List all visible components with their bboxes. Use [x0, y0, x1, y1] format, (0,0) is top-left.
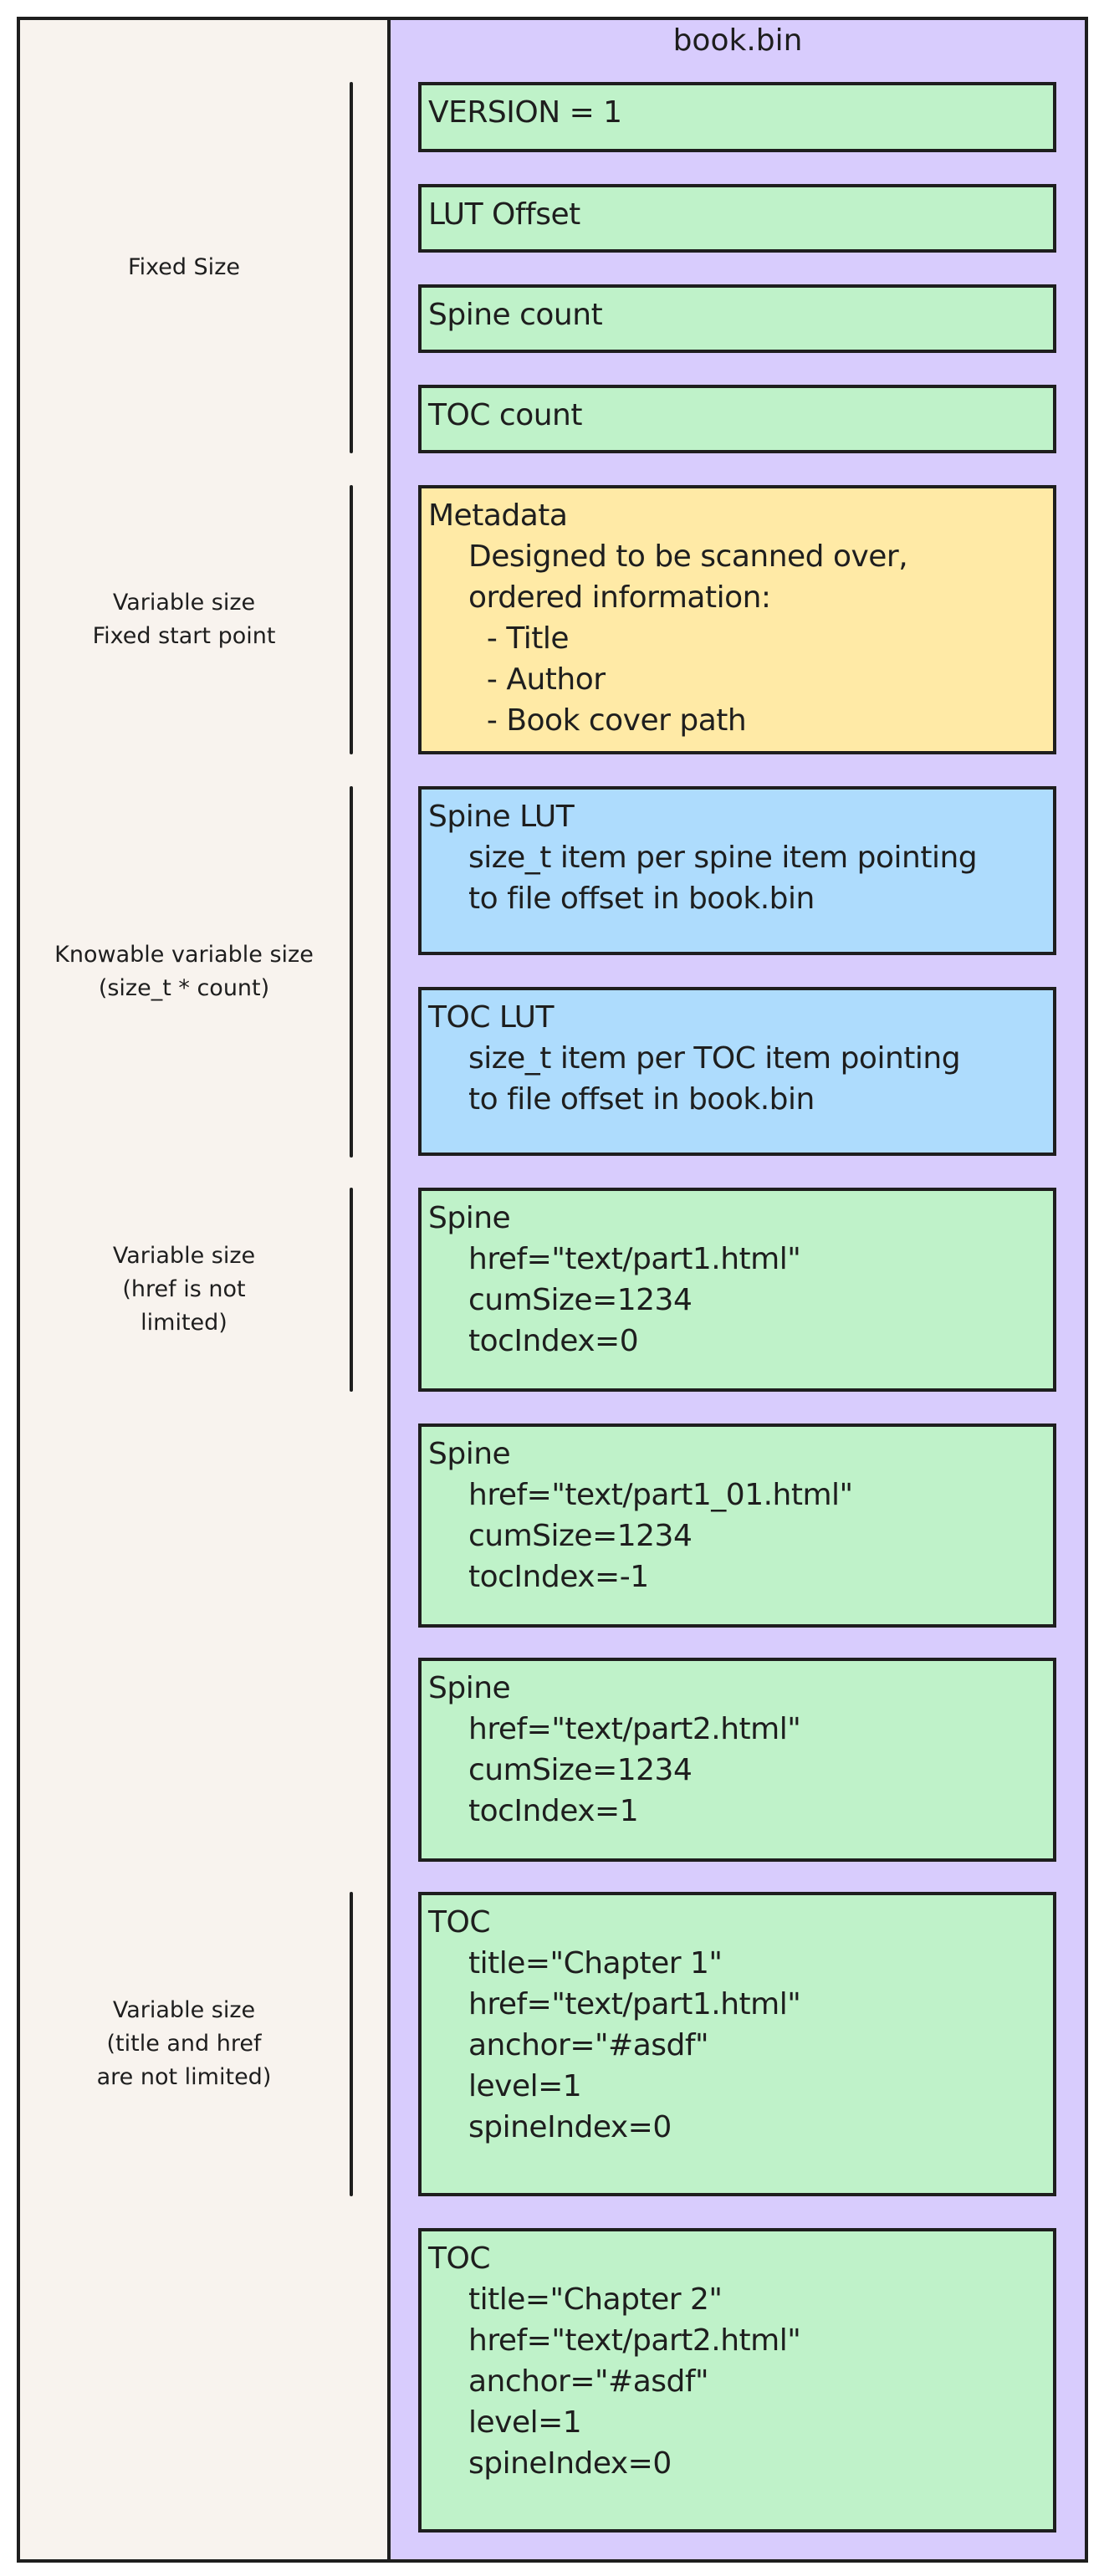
box-line: - Book cover path	[468, 703, 747, 738]
box-line: href="text/part1.html"	[468, 1242, 801, 1276]
spine-count-field: Spine count	[418, 284, 1056, 353]
box-heading: TOC count	[428, 398, 582, 432]
section-label: Knowable variable size (size_t * count)	[33, 938, 335, 1005]
box-line: anchor="#asdf"	[468, 2364, 709, 2399]
section-label: Fixed Size	[33, 251, 335, 284]
box-heading: TOC	[428, 2241, 490, 2276]
box-line: size_t item per spine item pointing	[468, 841, 978, 875]
section-label-line: (size_t * count)	[98, 975, 270, 1001]
box-heading: VERSION = 1	[428, 95, 622, 130]
section-label-line: are not limited)	[96, 2064, 272, 2090]
box-heading: TOC LUT	[428, 1000, 555, 1035]
file-title: book.bin	[672, 23, 803, 58]
section-label-line: Variable size	[112, 1243, 256, 1269]
section-label-line: limited)	[141, 1310, 227, 1336]
box-line: title="Chapter 1"	[468, 1946, 723, 1981]
section-bracket	[350, 1188, 353, 1392]
box-line: level=1	[468, 2405, 582, 2440]
section-bracket	[350, 786, 353, 1158]
box-line: spineIndex=0	[468, 2446, 672, 2481]
box-heading: TOC	[428, 1905, 490, 1940]
box-line: href="text/part1.html"	[468, 1987, 801, 2021]
box-line: href="text/part1_01.html"	[468, 1478, 853, 1512]
spine-entry: Spine href="text/part1_01.html" cumSize=12…	[418, 1423, 1056, 1628]
box-line: to file offset in book.bin	[468, 882, 815, 916]
lut-offset-field: LUT Offset	[418, 184, 1056, 253]
spine-entry: Spine href="text/part1.html" cumSize=1234 t…	[418, 1188, 1056, 1392]
section-label: Variable size (title and href are not limi…	[33, 1994, 335, 2094]
spine-entry: Spine href="text/part2.html" cumSize=1234 t…	[418, 1658, 1056, 1862]
section-bracket	[350, 485, 353, 754]
section-label-line: Variable size	[112, 590, 256, 616]
toc-count-field: TOC count	[418, 385, 1056, 453]
box-line: cumSize=1234	[468, 1283, 693, 1317]
box-line: cumSize=1234	[468, 1519, 693, 1553]
box-line: title="Chapter 2"	[468, 2282, 723, 2317]
version-field: VERSION = 1	[418, 82, 1056, 152]
toc-entry: TOC title="Chapter 1" href="text/part1.htm…	[418, 1892, 1056, 2196]
box-line: - Title	[468, 621, 570, 656]
section-label-line: Fixed Size	[128, 254, 240, 280]
box-heading: Spine	[428, 1437, 511, 1471]
box-line: href="text/part2.html"	[468, 2323, 801, 2358]
box-line: spineIndex=0	[468, 2110, 672, 2144]
box-line: cumSize=1234	[468, 1753, 693, 1787]
box-line: size_t item per TOC item pointing	[468, 1041, 961, 1076]
section-label: Variable size (href is not limited)	[33, 1239, 335, 1340]
box-heading: Spine count	[428, 298, 603, 332]
box-line: to file offset in book.bin	[468, 1082, 815, 1117]
box-heading: Spine	[428, 1671, 511, 1705]
box-line: tocIndex=1	[468, 1794, 639, 1828]
toc-lut-section: TOC LUT size_t item per TOC item pointing…	[418, 987, 1056, 1156]
box-line: - Author	[468, 662, 606, 697]
box-line: Designed to be scanned over,	[468, 539, 908, 574]
section-bracket	[350, 1892, 353, 2196]
section-label-line: Variable size	[112, 1997, 256, 2023]
toc-entry: TOC title="Chapter 2" href="text/part2.htm…	[418, 2228, 1056, 2533]
box-heading: LUT Offset	[428, 197, 580, 232]
box-heading: Spine LUT	[428, 800, 575, 834]
section-label-line: (title and href	[106, 2031, 262, 2057]
box-heading: Metadata	[428, 498, 568, 533]
section-label-line: Knowable variable size	[54, 942, 314, 968]
spine-lut-section: Spine LUT size_t item per spine item poin…	[418, 786, 1056, 955]
section-label-line: (href is not	[122, 1276, 246, 1302]
box-line: tocIndex=0	[468, 1324, 639, 1358]
box-line: tocIndex=-1	[468, 1560, 649, 1594]
box-line: anchor="#asdf"	[468, 2028, 709, 2062]
section-label-line: Fixed start point	[92, 623, 276, 649]
box-heading: Spine	[428, 1201, 511, 1235]
box-line: ordered information:	[468, 580, 771, 615]
box-line: href="text/part2.html"	[468, 1712, 801, 1746]
box-line: level=1	[468, 2069, 582, 2103]
section-bracket	[350, 82, 353, 453]
